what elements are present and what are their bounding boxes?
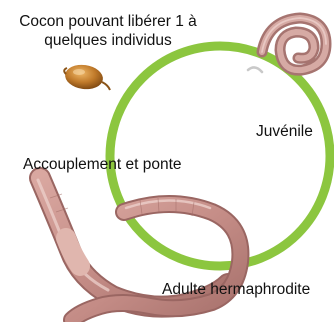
adult-label: Adulte hermaphrodite bbox=[162, 280, 310, 299]
mating-label: Accouplement et ponte bbox=[23, 155, 182, 174]
cocoon-illustration bbox=[64, 62, 110, 91]
cocoon-label: Cocon pouvant libérer 1 à quelques indiv… bbox=[8, 12, 208, 50]
hatchling-worm-illustration bbox=[248, 67, 262, 72]
cocoon-label-text: Cocon pouvant libérer 1 à quelques indiv… bbox=[8, 12, 208, 50]
juvenile-label: Juvénile bbox=[256, 122, 313, 141]
